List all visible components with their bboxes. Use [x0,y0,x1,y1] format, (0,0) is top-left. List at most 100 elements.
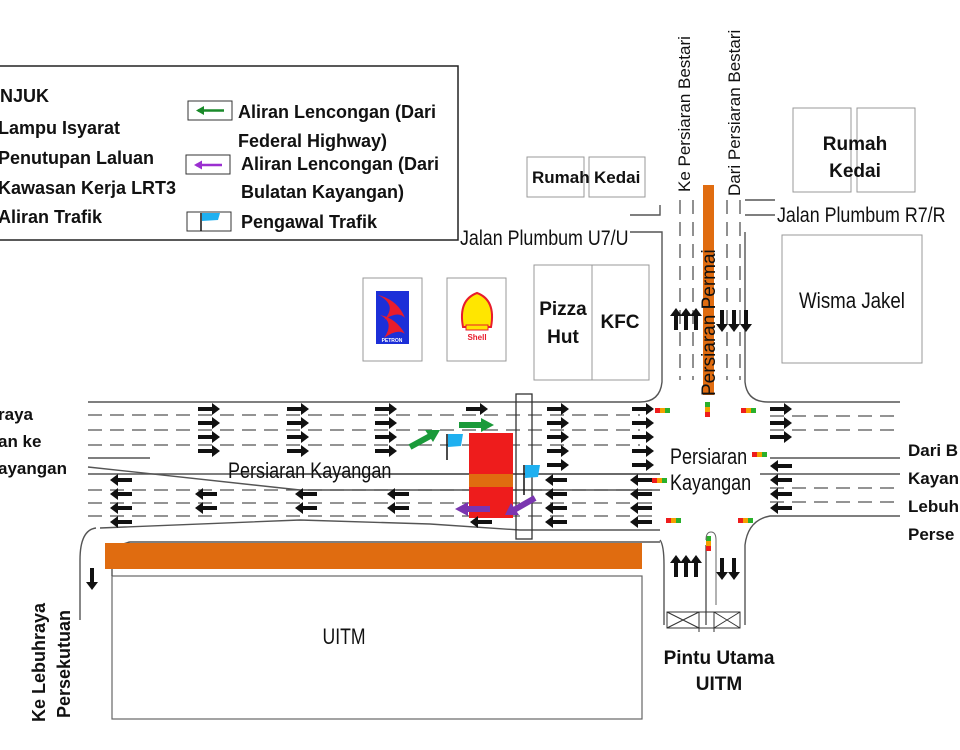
legend-green-line2: Federal Highway) [238,131,387,151]
traffic-light-icon [752,452,757,457]
traffic-flow-arrow-icon [632,403,654,415]
traffic-light-icon [706,546,711,551]
kedai-building-left [588,156,646,198]
traffic-flow-arrow-icon [690,308,702,330]
lrt3-work-zone-center [469,474,513,487]
traffic-flow-arrow-icon [545,502,567,514]
traffic-light-icon [676,518,681,523]
traffic-flow-arrow-icon [630,502,652,514]
traffic-flow-arrow-icon [770,474,792,486]
traffic-light-icon [741,408,746,413]
traffic-flow-arrow-icon [195,488,217,500]
shell-logo-icon [461,291,493,328]
traffic-flow-arrow-icon [110,502,132,514]
traffic-flow-arrow-icon [545,516,567,528]
traffic-flow-arrow-icon [375,431,397,443]
pizza-hut-label-1: Pizza [539,299,587,320]
legend-item-work-zone: Kawasan Kerja LRT3 [0,178,176,198]
traffic-flow-arrow-icon [630,516,652,528]
traffic-flow-arrow-icon [198,417,220,429]
intersection-label-2: Kayangan [670,471,751,495]
traffic-light-icon [705,407,710,412]
wisma-jakel-building [781,234,923,364]
traffic-flow-arrow-icon [470,516,492,528]
traffic-light-icon [746,408,751,413]
rumah-kedai-left-label-1: Rumah [532,168,590,187]
traffic-light-icon [662,478,667,483]
uitm-campus [111,575,643,720]
right-origin-label-3: Lebuh [908,497,959,516]
traffic-flow-arrow-icon [387,502,409,514]
shell-logo-text: Shell [467,333,486,342]
traffic-flow-arrow-icon [680,555,692,577]
traffic-flow-arrow-icon [770,403,792,415]
traffic-light-icon [666,518,671,523]
detour-arrows [408,418,537,516]
traffic-flow-arrow-icon [632,431,654,443]
traffic-flow-arrow-icon [198,445,220,457]
dari-persiaran-bestari-label: Dari Persiaran Bestari [725,30,744,196]
traffic-flow-arrow-icon [110,516,132,528]
uitm-label: UITM [323,625,366,649]
traffic-light-icon [706,541,711,546]
legend-flag-label: Pengawal Trafik [241,212,378,232]
traffic-light-icon [705,412,710,417]
traffic-flow-arrow-icon [375,417,397,429]
traffic-light-icon [743,518,748,523]
pizza-hut-label-2: Hut [547,327,579,348]
pintu-utama-label-2: UITM [696,674,742,695]
traffic-flow-arrow-icon [387,488,409,500]
traffic-flow-arrow-icon [728,310,740,332]
traffic-flow-arrow-icon [716,558,728,580]
traffic-flow-arrow-icon [740,310,752,332]
legend-purple-line1: Aliran Lencongan (Dari [241,154,439,174]
traffic-flow-arrow-icon [287,431,309,443]
traffic-flow-arrow-icon [198,403,220,415]
legend-purple-line2: Bulatan Kayangan) [241,182,404,202]
traffic-light-icon [757,452,762,457]
jalan-plumbum-u7-label: Jalan Plumbum U7/U [460,227,628,251]
traffic-light-icon [751,408,756,413]
rumah-kedai-right-label-2: Kedai [829,161,881,182]
traffic-flow-arrow-icon [770,417,792,429]
legend: NJUK Lampu Isyarat Penutupan Laluan Kawa… [0,65,459,241]
buildings: Rumah Kedai Rumah Kedai PETRON Shell Piz… [111,107,923,720]
traffic-flow-arrow-icon [770,460,792,472]
traffic-flow-arrow-icon [632,417,654,429]
left-origin-label-3: ayangan [0,459,67,478]
traffic-flow-arrows [86,308,792,590]
median-island [705,531,717,605]
traffic-flow-arrow-icon [770,502,792,514]
purple-detour-arrow [512,495,537,513]
traffic-flow-arrow-icon [375,445,397,457]
green-detour-arrow [408,432,434,450]
traffic-light-icon [705,402,710,407]
jalan-plumbum-r7-label: Jalan Plumbum R7/R [777,204,945,228]
traffic-flow-arrow-icon [545,488,567,500]
blue-flag-icon [448,434,463,447]
traffic-flow-arrow-icon [547,431,569,443]
lane-markings [88,200,900,517]
traffic-flow-arrow-icon [86,568,98,590]
traffic-light-icon [748,518,753,523]
left-origin-label-1: raya [0,405,34,424]
traffic-flow-arrow-icon [547,403,569,415]
traffic-flow-arrow-icon [547,459,569,471]
intersection-label-1: Persiaran [670,445,747,469]
legend-item-traffic-light: Lampu Isyarat [0,118,120,138]
traffic-light-icon [652,478,657,483]
rumah-kedai-left-label-2: Kedai [594,168,640,187]
ke-lebuhraya-label-1: Ke Lebuhraya [29,602,49,722]
traffic-flow-arrow-icon [770,431,792,443]
traffic-flow-arrow-icon [716,310,728,332]
traffic-light-icon [762,452,767,457]
wisma-jakel-label: Wisma Jakel [799,290,905,314]
pintu-utama-label-1: Pintu Utama [664,648,775,669]
kfc-label: KFC [600,312,639,333]
traffic-flow-arrow-icon [630,488,652,500]
rumah-building-right [792,107,852,193]
traffic-light-icon [655,408,660,413]
traffic-light-icon [738,518,743,523]
traffic-light-icon [665,408,670,413]
